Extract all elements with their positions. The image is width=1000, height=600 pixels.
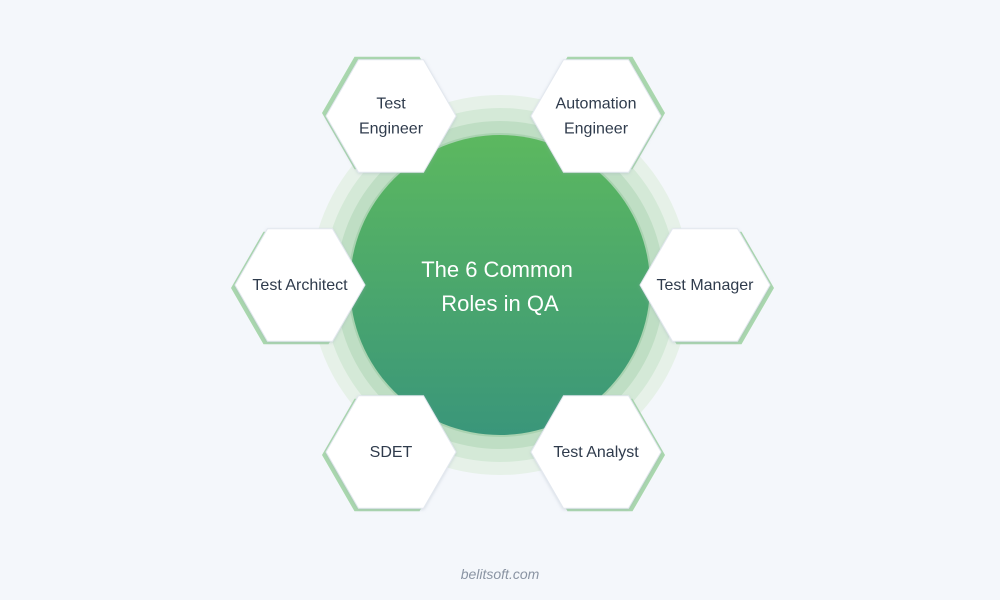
- role-hex-automation-engineer: Automation Engineer: [530, 56, 665, 173]
- role-label-line1: SDET: [370, 444, 413, 461]
- center-title-line1: The 6 Common: [421, 257, 573, 282]
- role-label-line1: Automation: [556, 96, 637, 113]
- hex-body-shape: [234, 228, 366, 342]
- role-hex-sdet: SDET: [322, 395, 457, 512]
- role-label-line1: Test Manager: [657, 277, 755, 294]
- role-label-line1: Test: [376, 96, 406, 113]
- center-title-line2: Roles in QA: [441, 291, 559, 316]
- role-label-line1: Test Analyst: [553, 444, 639, 461]
- hex-body-shape: [530, 395, 662, 509]
- footer-brand: belitsoft.com: [460, 566, 540, 582]
- center-circle: [350, 135, 650, 435]
- role-label-line1: Test Architect: [252, 277, 348, 294]
- hex-body-shape: [639, 228, 771, 342]
- role-hex-test-architect: Test Architect: [231, 228, 366, 345]
- role-hex-test-engineer: Test Engineer: [322, 56, 457, 173]
- role-hex-test-analyst: Test Analyst: [530, 395, 665, 512]
- role-label-line2: Engineer: [359, 121, 424, 138]
- role-hex-test-manager: Test Manager: [639, 228, 774, 345]
- hex-body-shape: [530, 59, 662, 173]
- role-label-line2: Engineer: [564, 121, 629, 138]
- hex-body-shape: [325, 395, 457, 509]
- hex-body-shape: [325, 59, 457, 173]
